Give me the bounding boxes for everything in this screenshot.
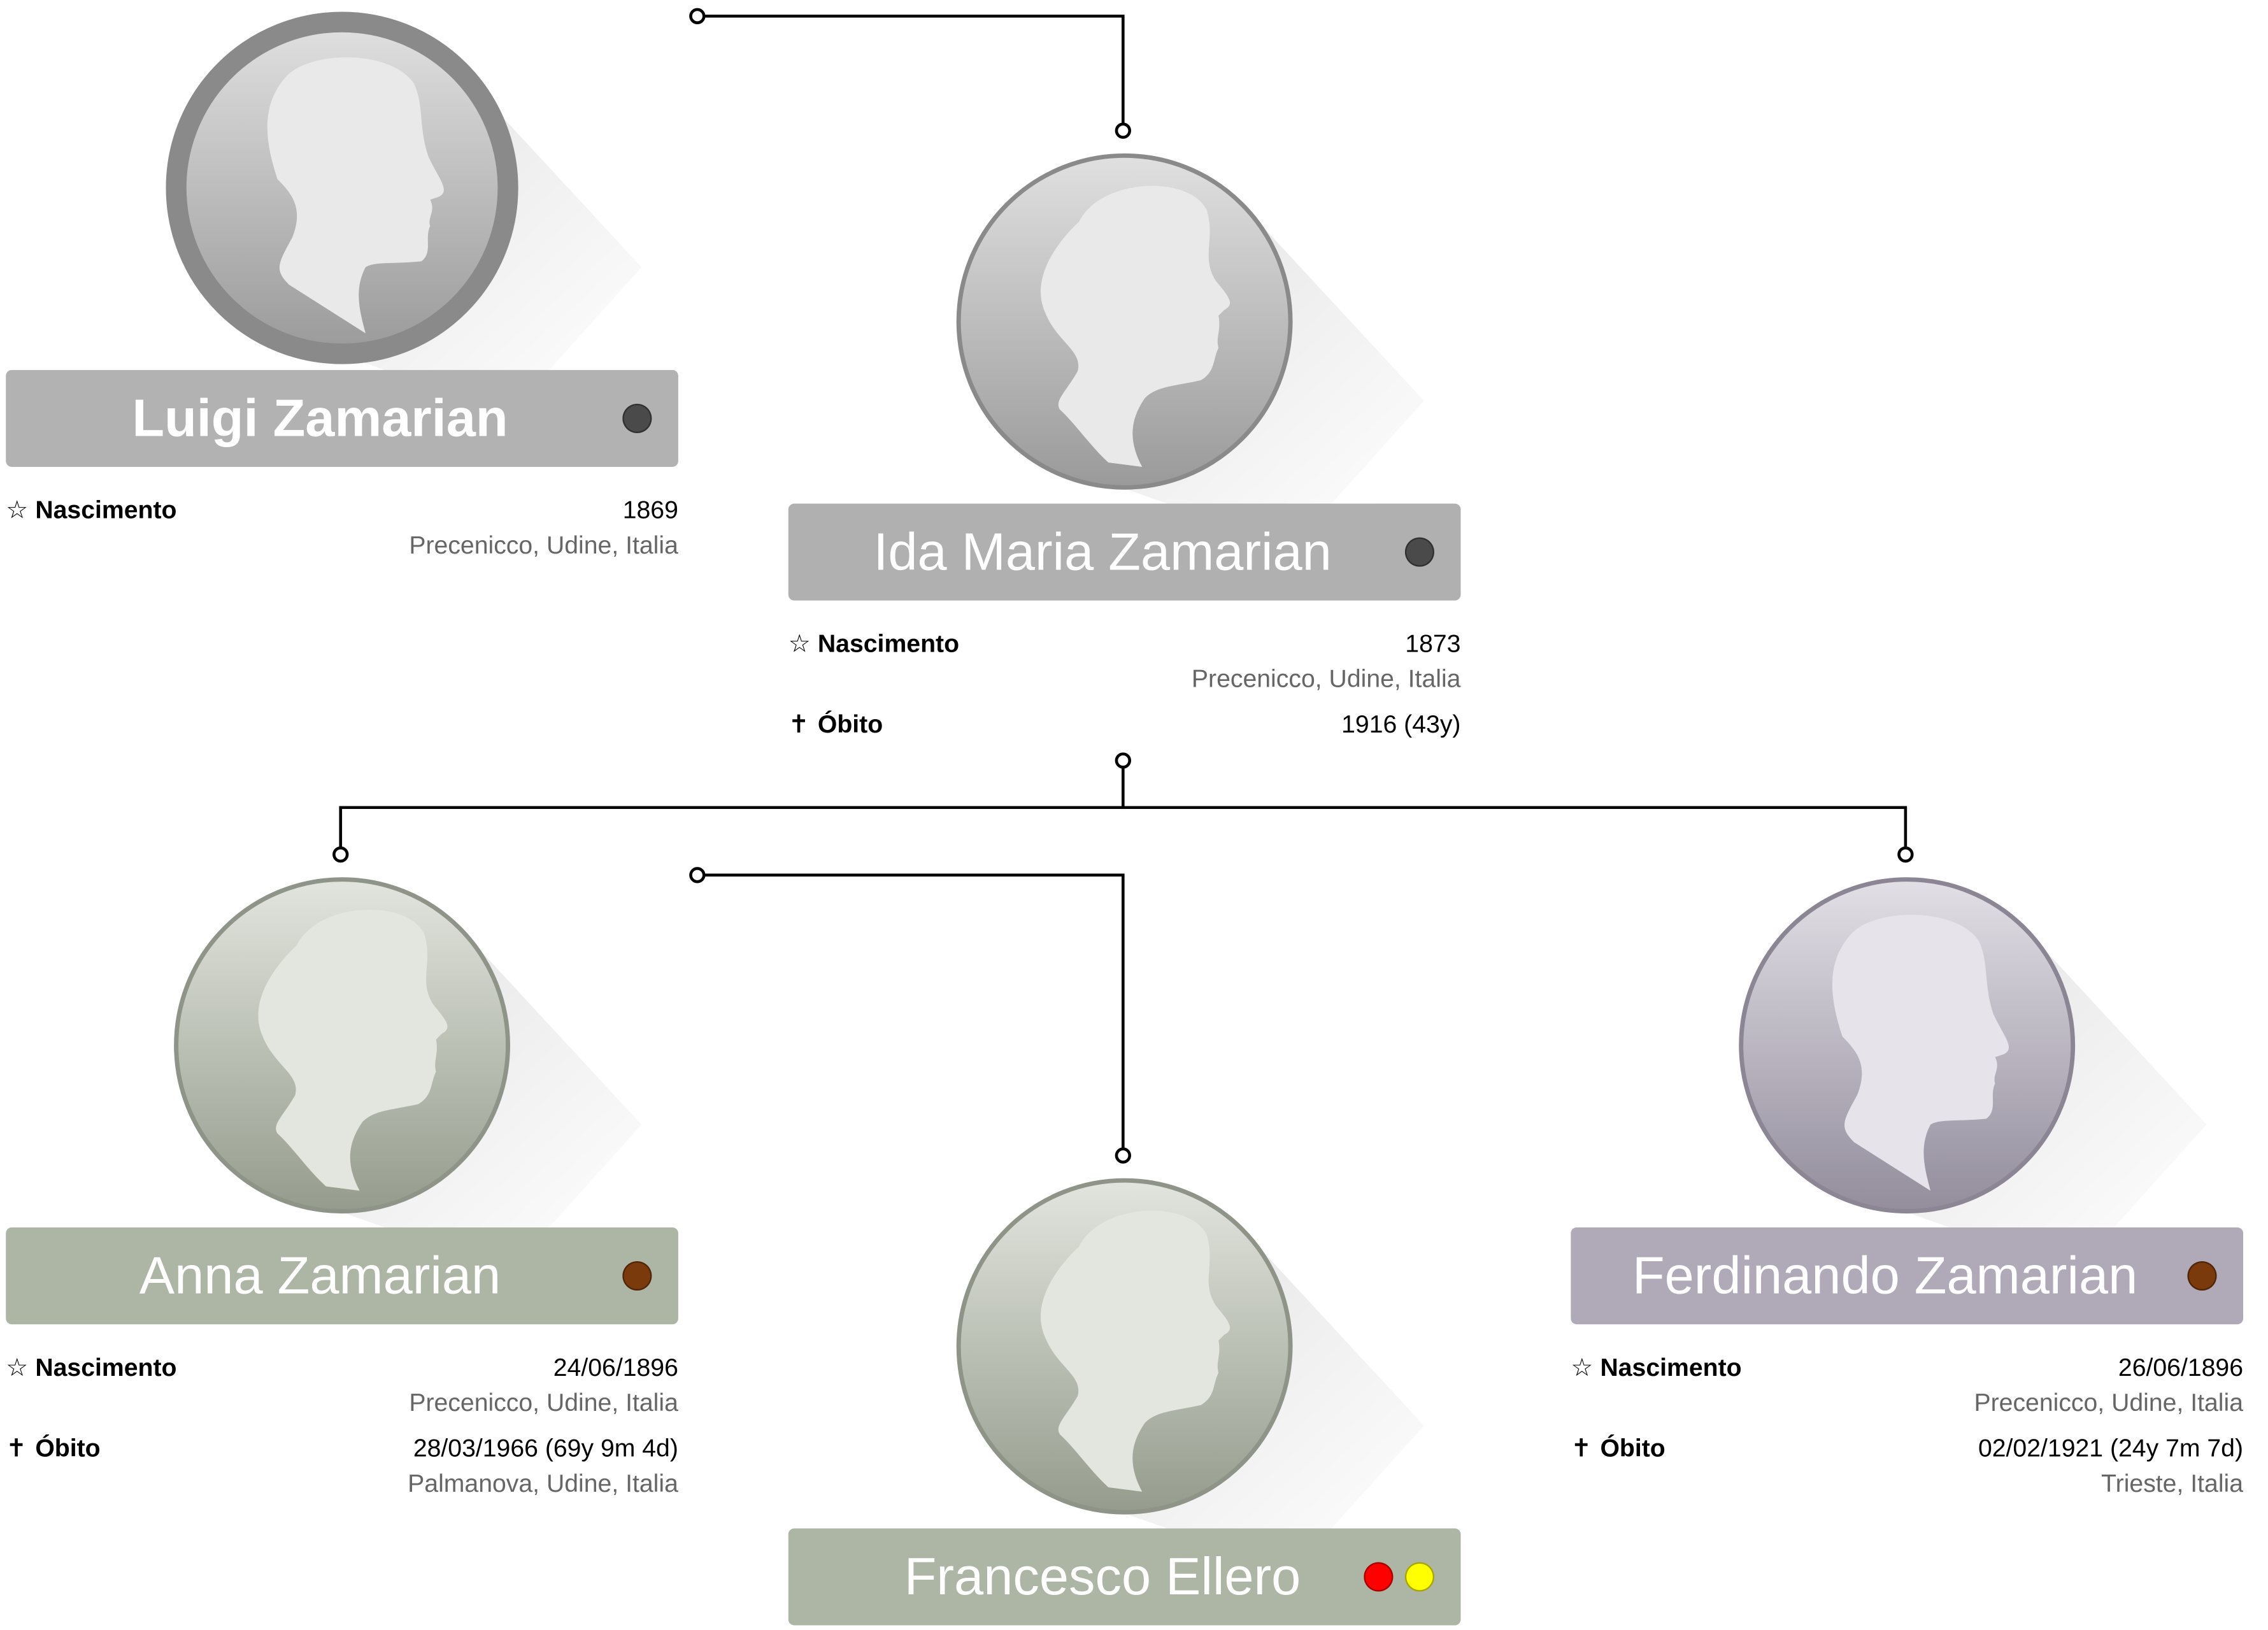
profile-silhouette-icon: [258, 910, 448, 1191]
person-name: Ida Maria Zamarian: [873, 521, 1332, 582]
death-date: 28/03/1966 (69y 9m 4d): [413, 1434, 678, 1462]
person-name: Ferdinando Zamarian: [1632, 1245, 2138, 1306]
event-label: Óbito: [35, 1434, 101, 1462]
profile-silhouette-icon: [1041, 1210, 1230, 1492]
cross-icon: ✝: [788, 710, 809, 739]
connector-node: [689, 8, 706, 25]
connector-spouse-bottom: [704, 873, 1125, 1148]
event-label: Óbito: [1600, 1434, 1665, 1462]
death-place: Trieste, Italia: [2101, 1469, 2244, 1498]
male-silhouette-avatar[interactable]: [166, 11, 642, 415]
birth-place: Precenicco, Udine, Italia: [1191, 665, 1461, 693]
birth-place: Precenicco, Udine, Italia: [1974, 1389, 2244, 1417]
death-place: Palmanova, Udine, Italia: [408, 1469, 678, 1498]
birth-date: 1869: [622, 496, 678, 524]
event-label: Nascimento: [35, 1354, 177, 1382]
male-silhouette-avatar[interactable]: [1737, 875, 2207, 1272]
birth-place: Precenicco, Udine, Italia: [409, 1389, 678, 1417]
event-label: Óbito: [817, 710, 883, 739]
female-silhouette-avatar[interactable]: [172, 875, 642, 1272]
connector-children: [339, 768, 1908, 847]
birth-date: 26/06/1896: [2118, 1354, 2244, 1382]
color-tag-dot: [622, 1261, 652, 1291]
birth-place: Precenicco, Udine, Italia: [409, 531, 678, 560]
connector-node: [1115, 752, 1132, 769]
event-label: Nascimento: [1600, 1354, 1742, 1382]
connector-node: [1115, 122, 1132, 139]
person-name-box[interactable]: Ida Maria Zamarian: [788, 503, 1461, 601]
cross-icon: ✝: [6, 1434, 27, 1462]
birth-date: 1873: [1405, 629, 1461, 658]
event-label: Nascimento: [35, 496, 177, 524]
color-tag-dot: [2187, 1261, 2217, 1291]
birth-date: 24/06/1896: [553, 1354, 678, 1382]
person-name-box[interactable]: Ferdinando Zamarian: [1571, 1227, 2244, 1325]
event-label: Nascimento: [817, 629, 960, 658]
color-tag-dot: [1404, 1562, 1434, 1592]
connector-node: [1897, 846, 1914, 863]
female-silhouette-avatar[interactable]: [954, 1176, 1424, 1573]
connector-spouse-top: [704, 15, 1125, 124]
color-tag-dot: [1404, 537, 1434, 567]
profile-silhouette-icon: [267, 57, 444, 334]
star-icon: ☆: [788, 629, 811, 658]
profile-silhouette-icon: [1041, 185, 1230, 467]
star-icon: ☆: [1571, 1354, 1594, 1382]
profile-silhouette-icon: [1832, 915, 2009, 1191]
death-date: 02/02/1921 (24y 7m 7d): [1978, 1434, 2244, 1462]
person-name: Anna Zamarian: [139, 1245, 501, 1306]
person-name-box[interactable]: Luigi Zamarian: [6, 369, 678, 467]
person-name-box[interactable]: Francesco Ellero: [788, 1528, 1461, 1626]
person-name: Francesco Ellero: [904, 1546, 1301, 1606]
cross-icon: ✝: [1571, 1434, 1592, 1462]
connector-node: [332, 846, 349, 863]
star-icon: ☆: [6, 1354, 29, 1382]
connector-node: [1115, 1147, 1132, 1164]
death-date: 1916 (43y): [1341, 710, 1461, 739]
person-name: Luigi Zamarian: [132, 387, 508, 448]
person-name-box[interactable]: Anna Zamarian: [6, 1227, 678, 1325]
star-icon: ☆: [6, 496, 29, 524]
color-tag-dot: [1364, 1562, 1394, 1592]
color-tag-dot: [622, 403, 652, 433]
connector-node: [689, 867, 706, 883]
female-silhouette-avatar[interactable]: [954, 151, 1424, 548]
